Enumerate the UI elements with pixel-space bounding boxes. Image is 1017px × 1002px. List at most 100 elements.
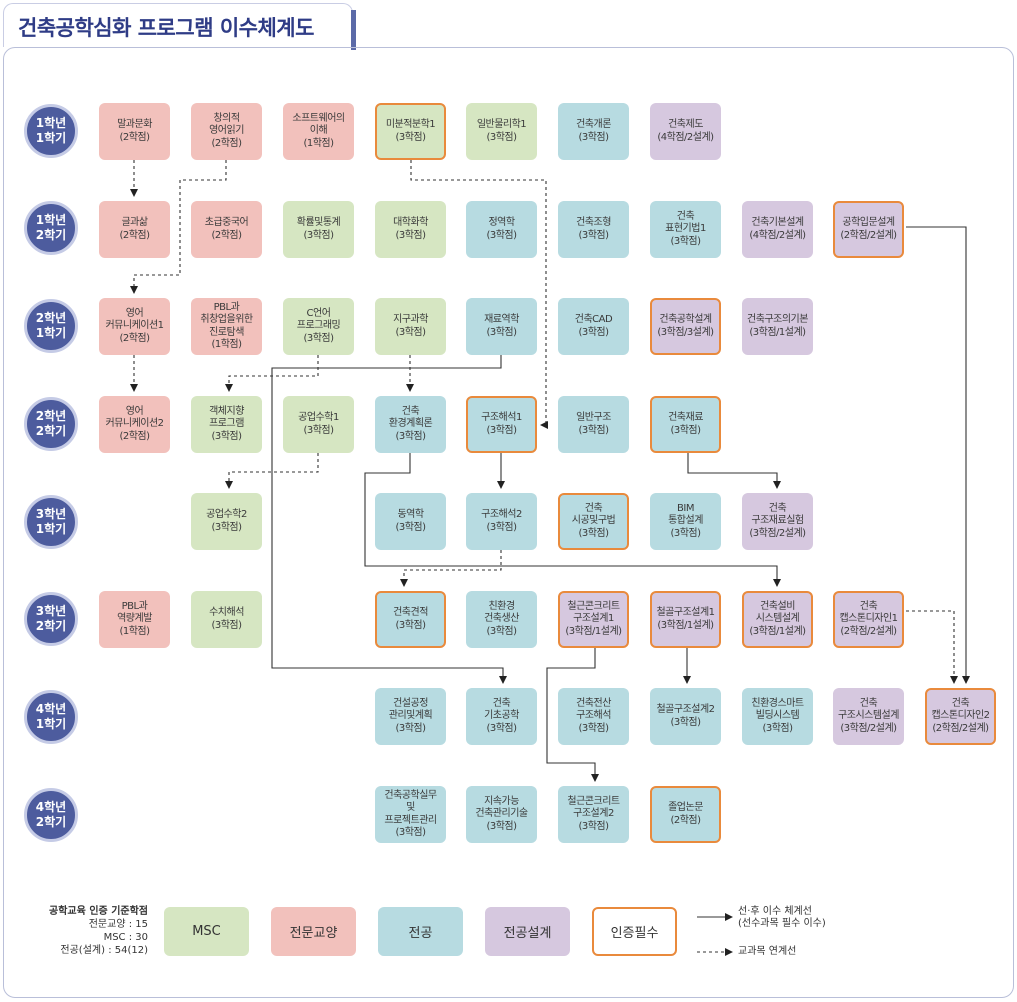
course-text-line: (3학점) (211, 619, 242, 631)
course-text-line: (3학점/2설계) (840, 722, 897, 734)
course-text-line: (2학점) (119, 229, 150, 241)
course-text-line: (1학점) (119, 625, 150, 637)
course-text-line: (3학점) (395, 827, 426, 838)
diagram-panel (3, 47, 1014, 998)
semester-term: 1학기 (35, 522, 67, 536)
course-text-line: 건축 (951, 697, 970, 709)
course-text-line: 건축기본설계 (751, 217, 804, 228)
legend-general-education: 전문교양 (271, 907, 356, 956)
course-text-line: 캡스톤디자인2 (931, 710, 990, 722)
course-text-line: 건축전산 (576, 697, 611, 709)
course-text-line: 소프트웨어의 (292, 112, 345, 124)
course-box: 건축재료(3학점) (650, 396, 721, 453)
course-box: 글과삶(2학점) (99, 201, 170, 258)
course-text-line: PBL과 (121, 600, 148, 612)
course-text-line: (3학점) (762, 722, 793, 734)
credits-msc: MSC : 30 (103, 932, 148, 943)
legend-required: 인증필수 (592, 907, 677, 956)
course-text-line: (3학점) (486, 131, 517, 143)
course-text-line: 지속가능 (484, 795, 519, 807)
course-text-line: 기초공학 (484, 710, 519, 722)
course-text-line: 시스템설계 (755, 613, 800, 625)
course-text-line: 건축설비 (760, 600, 795, 612)
semester-term: 2학기 (35, 424, 67, 438)
course-text-line: 건축 (401, 405, 420, 417)
course-text-line: 영어읽기 (209, 125, 244, 137)
course-text-line: 진로탐색 (209, 326, 244, 338)
course-text-line: 철근콘크리트 (567, 600, 620, 612)
legend-major: 전공 (378, 907, 463, 956)
course-text-line: 객체지향 (209, 405, 244, 417)
course-box: 건축개론(3학점) (558, 103, 629, 160)
course-box: 철골구조설계2(3학점) (650, 688, 721, 745)
course-text-line: 건축 (859, 697, 878, 709)
course-text-line: 이해 (309, 125, 328, 137)
course-text-line: (2학점) (670, 814, 701, 826)
title-tab: 건축공학심화 프로그램 이수체계도 (3, 3, 356, 50)
solid-link (364, 453, 781, 587)
course-text-line: (3학점) (395, 430, 426, 442)
course-text-line: 건축구조의기본 (747, 314, 808, 325)
course-box: 확률및통계(3학점) (283, 201, 354, 258)
course-text-line: 취창업을위한 (200, 314, 253, 325)
semester-year: 4학년 (35, 800, 67, 814)
course-text-line: 건축견적 (393, 607, 428, 618)
course-text-line: (1학점) (303, 137, 334, 149)
course-text-line: (3학점) (395, 326, 426, 338)
course-text-line: (3학점) (211, 521, 242, 533)
course-text-line: (3학점) (486, 625, 517, 637)
course-text-line: 캡스톤디자인1 (839, 613, 898, 625)
course-text-line: (3학점) (395, 619, 426, 631)
course-text-line: (2학점) (211, 137, 242, 149)
course-text-line: (3학점) (670, 235, 701, 247)
course-text-line: 건설공정 (393, 697, 428, 709)
semester-year: 3학년 (35, 507, 67, 521)
semester-year: 4학년 (35, 702, 67, 716)
course-text-line: 영어 (125, 307, 144, 319)
course-text-line: 철근콘크리트 (567, 795, 620, 807)
course-box: 일반구조(3학점) (558, 396, 629, 453)
legend-msc: MSC (164, 907, 249, 956)
dashed-link (906, 610, 958, 684)
course-text-line: 일반물리학1 (476, 119, 527, 130)
course-box: 공업수학1(3학점) (283, 396, 354, 453)
course-text-line: 구조해석2 (481, 509, 522, 520)
course-text-line: (3학점) (486, 521, 517, 533)
course-text-line: 환경계획론 (388, 418, 433, 430)
course-text-line: 빌딩시스템 (755, 710, 800, 722)
course-text-line: PBL과 (213, 301, 240, 313)
course-box: 건축CAD(3학점) (558, 298, 629, 355)
legend-dashed-label: 교과목 연계선 (738, 946, 797, 957)
course-box: 대학화학(3학점) (375, 201, 446, 258)
semester-year: 1학년 (35, 116, 67, 130)
course-text-line: (3학점) (578, 131, 609, 143)
course-text-line: (2학점/2설계) (840, 625, 897, 637)
course-text-line: 커뮤니케이션2 (105, 418, 164, 430)
accreditation-title: 공학교육 인증 기준학점 (49, 906, 148, 917)
solid-link (687, 453, 781, 489)
course-text-line: 구조해석 (576, 710, 611, 722)
course-text-line: 초급중국어 (204, 217, 249, 228)
course-text-line: 건축관리기술 (475, 808, 528, 820)
semester-term: 1학기 (35, 326, 67, 340)
semester-term: 1학기 (35, 131, 67, 145)
semester-term: 2학기 (35, 619, 67, 633)
course-box: 건축조형(3학점) (558, 201, 629, 258)
course-text-line: 영어 (125, 405, 144, 417)
course-box: 건축공학설계(3학점/3설계) (650, 298, 721, 355)
course-text-line: 재료역학 (484, 314, 519, 325)
course-text-line: 프로그램 (209, 418, 244, 430)
course-text-line: 건축 (584, 502, 603, 514)
course-text-line: 건축공학실무 (384, 789, 437, 801)
course-text-line: 공학입문설계 (842, 217, 895, 228)
course-text-line: 건축제도 (668, 119, 703, 130)
